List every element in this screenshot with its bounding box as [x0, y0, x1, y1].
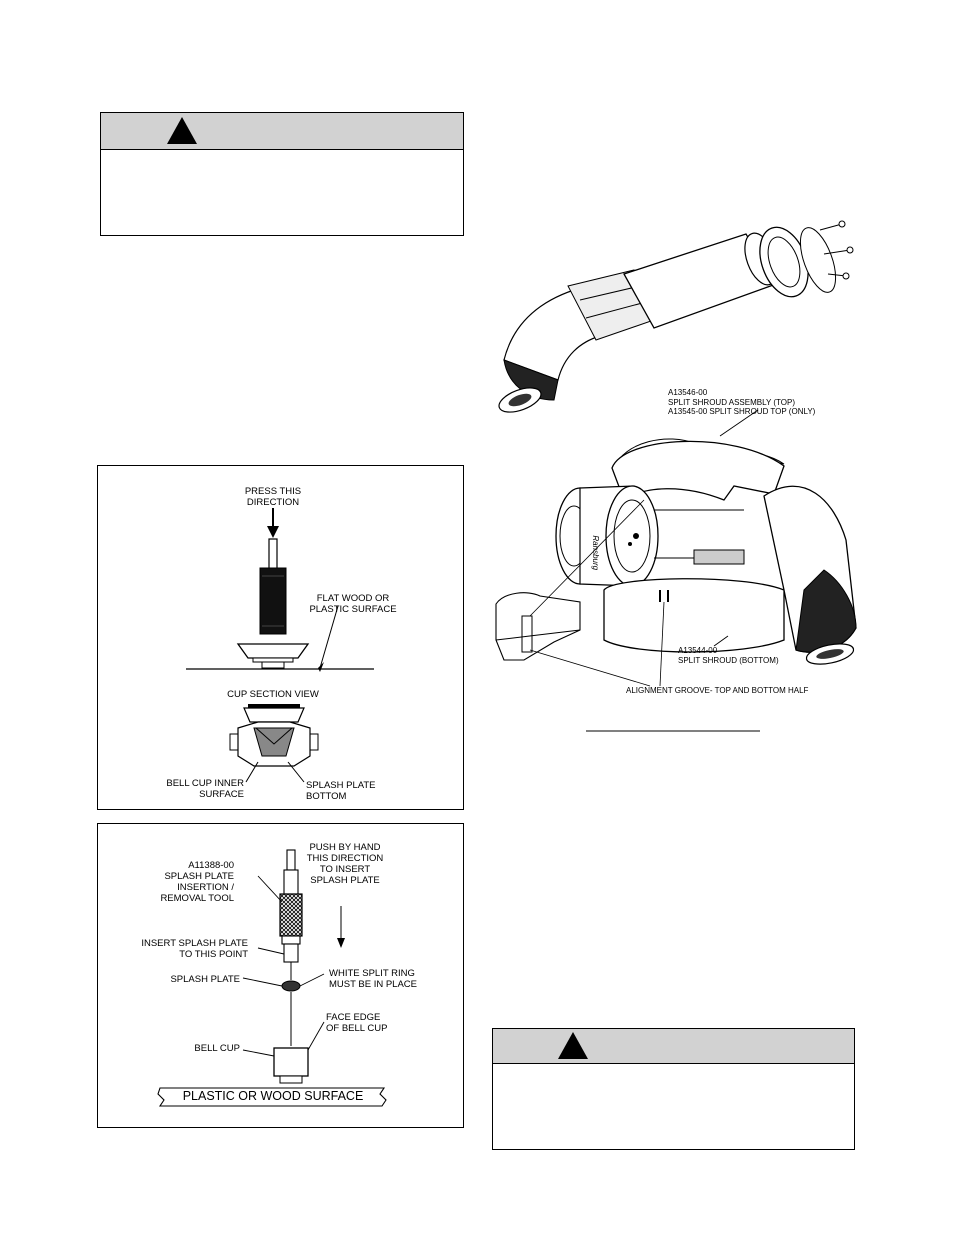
press-direction-label: PRESS THIS DIRECTION	[244, 486, 302, 508]
shroud-top-label: A13546-00 SPLIT SHROUD ASSEMBLY (TOP) A1…	[668, 388, 816, 416]
warning-header	[493, 1029, 854, 1064]
face-edge-label: FACE EDGE OF BELL CUP	[326, 1012, 388, 1034]
flat-surface-label: FLAT WOOD OR PLASTIC SURFACE	[309, 593, 397, 615]
splash-plate-bottom-label: SPLASH PLATE BOTTOM	[306, 780, 376, 802]
warning-triangle-icon	[558, 1032, 588, 1059]
push-direction-label: PUSH BY HAND THIS DIRECTION TO INSERT SP…	[306, 842, 384, 886]
cup-section-label: CUP SECTION VIEW	[227, 689, 319, 700]
bell-cup-inner-label: BELL CUP INNER SURFACE	[166, 778, 244, 800]
warning-box-bottom	[492, 1028, 855, 1150]
splash-plate-label: SPLASH PLATE	[170, 974, 240, 985]
ransburg-brand-label: Ransburg	[590, 535, 600, 571]
figure-split-shroud: A13546-00 SPLIT SHROUD ASSEMBLY (TOP) A1…	[484, 210, 864, 735]
shroud-bottom-label: A13544-00 SPLIT SHROUD (BOTTOM)	[678, 646, 779, 665]
tool-part-label: A11388-00 SPLASH PLATE INSERTION / REMOV…	[160, 860, 234, 904]
bell-cup-label: BELL CUP	[194, 1043, 240, 1054]
surface-banner-label: PLASTIC OR WOOD SURFACE	[182, 1089, 364, 1103]
warning-header	[101, 113, 463, 150]
tool-figure-drawing	[157, 849, 387, 1107]
insert-point-label: INSERT SPLASH PLATE TO THIS POINT	[141, 938, 248, 960]
split-ring-label: WHITE SPLIT RING MUST BE IN PLACE	[329, 968, 417, 990]
alignment-groove-label: ALIGNMENT GROOVE- TOP AND BOTTOM HALF	[626, 686, 809, 695]
warning-triangle-icon	[167, 117, 197, 144]
warning-box-top	[100, 112, 464, 236]
shroud-drawing	[495, 220, 857, 732]
figure-press-splash-plate: PRESS THIS DIRECTION FLAT WOOD OR PLASTI…	[97, 465, 464, 810]
figure-insertion-tool: A11388-00 SPLASH PLATE INSERTION / REMOV…	[97, 823, 464, 1128]
press-figure-drawing	[186, 508, 374, 783]
